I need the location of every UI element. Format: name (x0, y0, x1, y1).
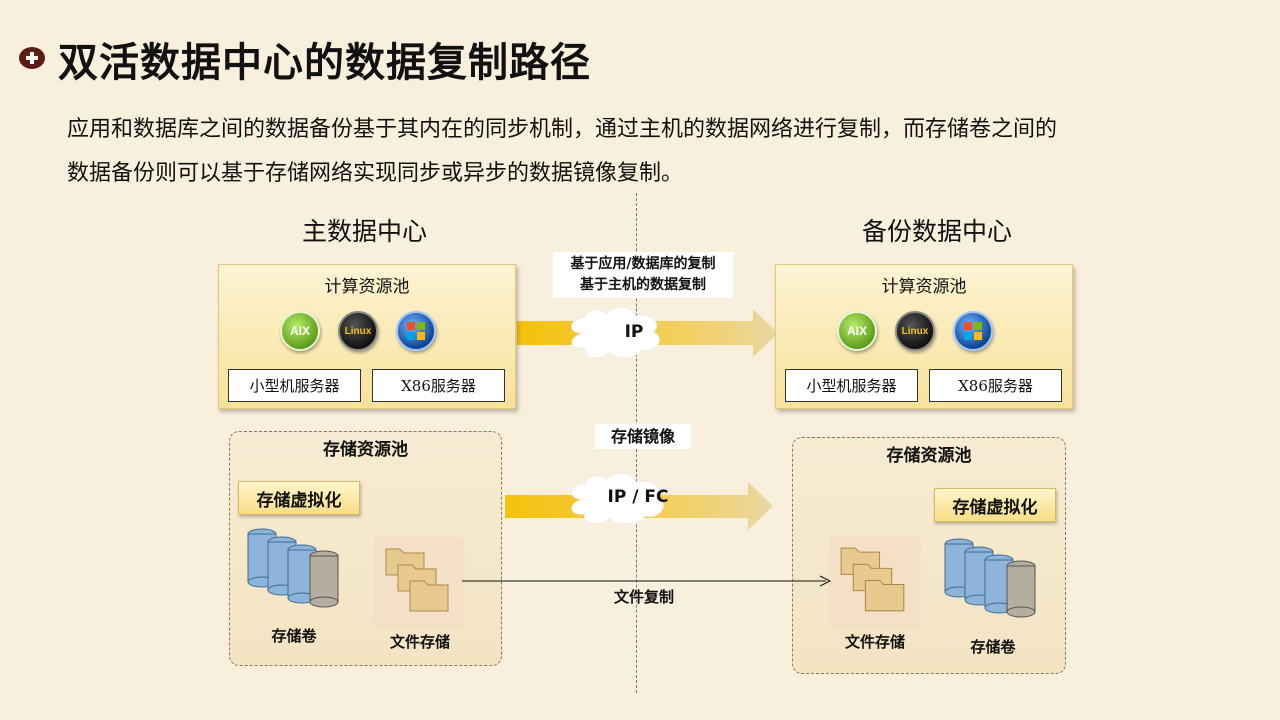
storage-mirror-label: 存储镜像 (595, 424, 691, 449)
page-description: 应用和数据库之间的数据备份基于其内在的同步机制，通过主机的数据网络进行复制，而存… (67, 108, 1207, 196)
description-line-1: 应用和数据库之间的数据备份基于其内在的同步机制，通过主机的数据网络进行复制，而存… (67, 108, 1207, 152)
storage-link-label: IP / FC (596, 487, 680, 507)
linux-icon: Linux (338, 311, 378, 351)
file-replication-label: 文件复制 (596, 586, 692, 607)
backup-minicomputer-server: 小型机服务器 (785, 369, 918, 402)
backup-file-storage-panel (829, 536, 921, 628)
primary-file-storage-panel (374, 537, 465, 628)
storage-volume-icon (941, 534, 1041, 624)
compute-link-label: IP (612, 322, 656, 342)
primary-x86-server: X86服务器 (372, 369, 505, 402)
windows-icon (953, 311, 993, 351)
primary-storage-pool: 存储资源池 存储虚拟化 存储卷 文件存储 (229, 431, 502, 666)
backup-compute-pool: 计算资源池 AIX Linux 小型机服务器 X86服务器 (775, 264, 1073, 409)
primary-compute-pool-title: 计算资源池 (219, 272, 515, 297)
primary-minicomputer-server: 小型机服务器 (228, 369, 361, 402)
folder-stack-icon (829, 536, 921, 628)
primary-storage-virtualization: 存储虚拟化 (238, 481, 360, 515)
backup-compute-pool-title: 计算资源池 (776, 272, 1072, 297)
app-replication-line-2: 基于主机的数据复制 (559, 275, 727, 296)
backup-storage-pool-title: 存储资源池 (793, 441, 1065, 466)
primary-storage-pool-title: 存储资源池 (230, 435, 501, 460)
aix-icon: AIX (837, 311, 877, 351)
aix-icon: AIX (280, 311, 320, 351)
linux-icon: Linux (895, 311, 935, 351)
primary-compute-pool: 计算资源池 AIX Linux 小型机服务器 X86服务器 (218, 264, 516, 409)
page-title: 双活数据中心的数据复制路径 (58, 30, 591, 88)
backup-storage-pool: 存储资源池 存储虚拟化 文件存储 存储卷 (792, 437, 1066, 674)
app-replication-line-1: 基于应用/数据库的复制 (559, 254, 727, 275)
primary-file-label: 文件存储 (380, 631, 460, 652)
description-line-2: 数据备份则可以基于存储网络实现同步或异步的数据镜像复制。 (67, 152, 1207, 196)
backup-x86-server: X86服务器 (929, 369, 1062, 402)
backup-storage-virtualization: 存储虚拟化 (934, 488, 1056, 522)
windows-icon (396, 311, 436, 351)
folder-stack-icon (374, 537, 465, 628)
backup-dc-title: 备份数据中心 (862, 212, 1012, 248)
plus-bullet-icon (18, 45, 46, 71)
backup-file-label: 文件存储 (835, 631, 915, 652)
primary-volume-label: 存储卷 (254, 625, 334, 646)
storage-volume-icon (244, 524, 344, 614)
backup-volume-label: 存储卷 (953, 636, 1033, 657)
app-replication-label: 基于应用/数据库的复制 基于主机的数据复制 (553, 252, 733, 298)
primary-dc-title: 主数据中心 (302, 212, 427, 248)
